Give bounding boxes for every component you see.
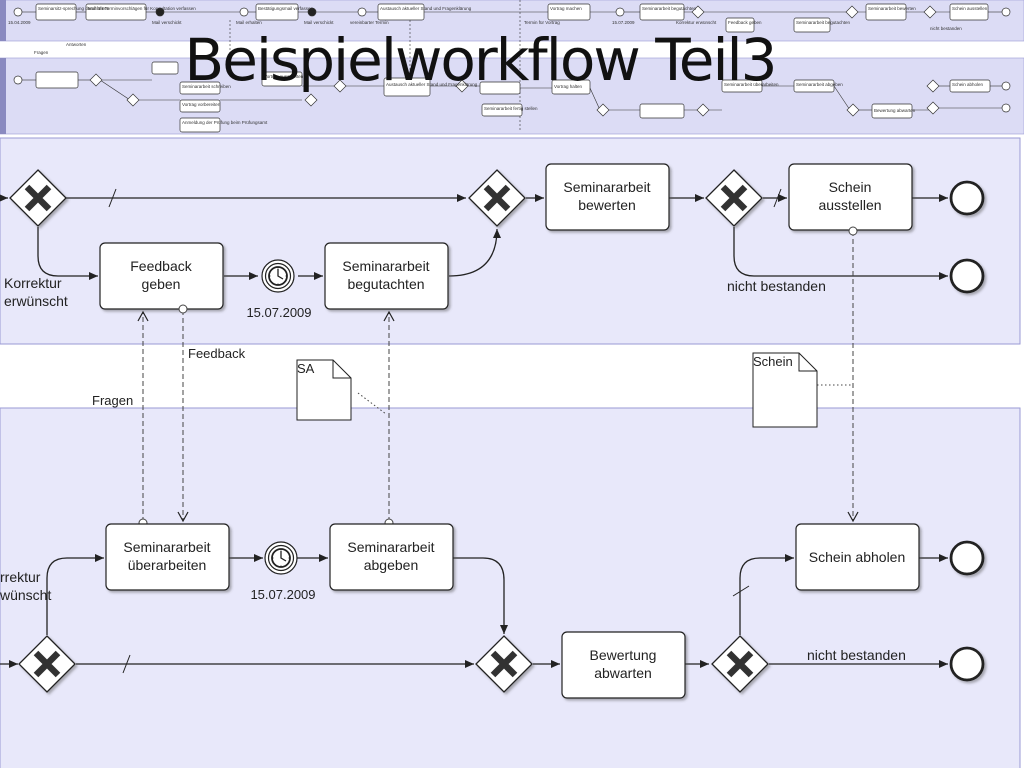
data-object-sa xyxy=(296,359,352,421)
exclusive-gateway xyxy=(711,635,769,693)
thumb-label: Antworten xyxy=(66,42,87,47)
slide-title: Beispielworkflow Teil3 xyxy=(184,26,777,94)
thumb-label: Vortrag halten xyxy=(554,84,583,89)
timer-date-label: 15.07.2009 xyxy=(246,305,311,320)
task-label: Schein abholen xyxy=(809,549,906,565)
thumb-label: Fragen xyxy=(34,50,49,55)
thumb-label: 15.04.2009 xyxy=(8,20,31,25)
data-object-schein xyxy=(752,352,818,428)
message-label-fragen: Fragen xyxy=(92,393,133,408)
sequence-flow xyxy=(46,554,104,635)
task-bewertung-abwarten xyxy=(561,631,686,699)
thumbnail-overview: Seminarsitz-sprechung durchführen Mail m… xyxy=(0,0,1024,135)
thumb-label: Seminararbeit überarbeiten xyxy=(724,82,779,87)
timer-event xyxy=(261,259,295,293)
task-schein-abholen xyxy=(795,523,920,591)
thumb-label: 15.07.2009 xyxy=(612,20,635,25)
end-event xyxy=(949,646,985,682)
thumb-label: Austausch aktueller Stand und Fragenklär… xyxy=(386,82,478,87)
thumb-label: Feedback geben xyxy=(728,20,762,25)
thumb-label: Seminararbeit bewerten xyxy=(868,6,916,11)
thumb-label: Vortrag machen xyxy=(550,6,582,11)
task-seminararbeit-begutachten xyxy=(324,242,449,310)
thumb-label: Termin für Vortrag xyxy=(524,20,560,25)
korrektur-label: erwünscht xyxy=(4,293,68,309)
thumb-label: nicht bestanden xyxy=(930,26,962,31)
nicht-bestanden-label: nicht bestanden xyxy=(727,278,826,294)
nicht-bestanden-label: nicht bestanden xyxy=(807,647,906,663)
thumb-label: Korrektur erwünscht xyxy=(676,20,717,25)
thumb-label: Mail verschickt xyxy=(304,20,334,25)
thumb-label: Schein ausstellen xyxy=(952,6,988,11)
task-seminararbeit-abgeben xyxy=(329,523,454,591)
exclusive-gateway xyxy=(705,169,763,227)
thumb-label: Vortrag ausarbeiten xyxy=(264,74,304,79)
thumb-label: vereinbarter Termin xyxy=(350,20,389,25)
task-seminararbeit-ueberarbeiten xyxy=(105,523,230,591)
thumb-label: Schein abholen xyxy=(952,82,984,87)
end-event xyxy=(949,540,985,576)
exclusive-gateway xyxy=(475,635,533,693)
sequence-flow xyxy=(37,227,98,280)
sequence-flow xyxy=(448,228,501,277)
timer-date-label: 15.07.2009 xyxy=(250,587,315,602)
thumb-label: Seminararbeit begutachten xyxy=(796,20,851,25)
exclusive-gateway xyxy=(18,635,76,693)
thumb-label: Bewertung abwarten xyxy=(874,108,916,113)
thumb-label: Austausch aktueller Stand und Fragenklär… xyxy=(380,6,472,11)
timer-event xyxy=(264,541,298,575)
thumb-label: Seminarsitz-sprechung durchführen xyxy=(38,6,110,11)
task-seminararbeit-bewerten xyxy=(545,163,670,231)
thumb-label: Mail verschickt xyxy=(152,20,182,25)
korrektur-label: wünscht xyxy=(0,587,51,603)
end-event xyxy=(949,180,985,216)
thumb-label: Seminararbeit schreiben xyxy=(182,84,231,89)
thumb-label: Seminararbeit abgeben xyxy=(796,82,843,87)
message-label-feedback: Feedback xyxy=(188,346,246,361)
thumb-label: Mail erhalten xyxy=(236,20,262,25)
end-event xyxy=(949,258,985,294)
sequence-flow xyxy=(733,227,948,280)
sequence-flow xyxy=(739,554,794,635)
thumb-label: Bestätigungsmail verfassen xyxy=(258,6,314,11)
exclusive-gateway xyxy=(468,169,526,227)
data-object-label: Schein xyxy=(753,354,793,369)
korrektur-label: rrektur xyxy=(0,569,41,585)
thumb-label: Vortrag vorbereiten xyxy=(182,102,221,107)
data-object-label: SA xyxy=(297,361,315,376)
thumb-label: Mail mit Terminvorschlägen für Konsultat… xyxy=(88,6,196,11)
association xyxy=(357,392,387,415)
thumb-label: Anmeldung der Prüfung beim Prüfungsamt xyxy=(182,120,268,125)
thumb-label: Seminararbeit fertig stellen xyxy=(484,106,538,111)
exclusive-gateway xyxy=(9,169,67,227)
task-feedback-geben xyxy=(99,242,224,310)
korrektur-label: Korrektur xyxy=(4,275,62,291)
thumb-label: Seminararbeit begutachten xyxy=(642,6,697,11)
sequence-flow xyxy=(453,557,508,634)
